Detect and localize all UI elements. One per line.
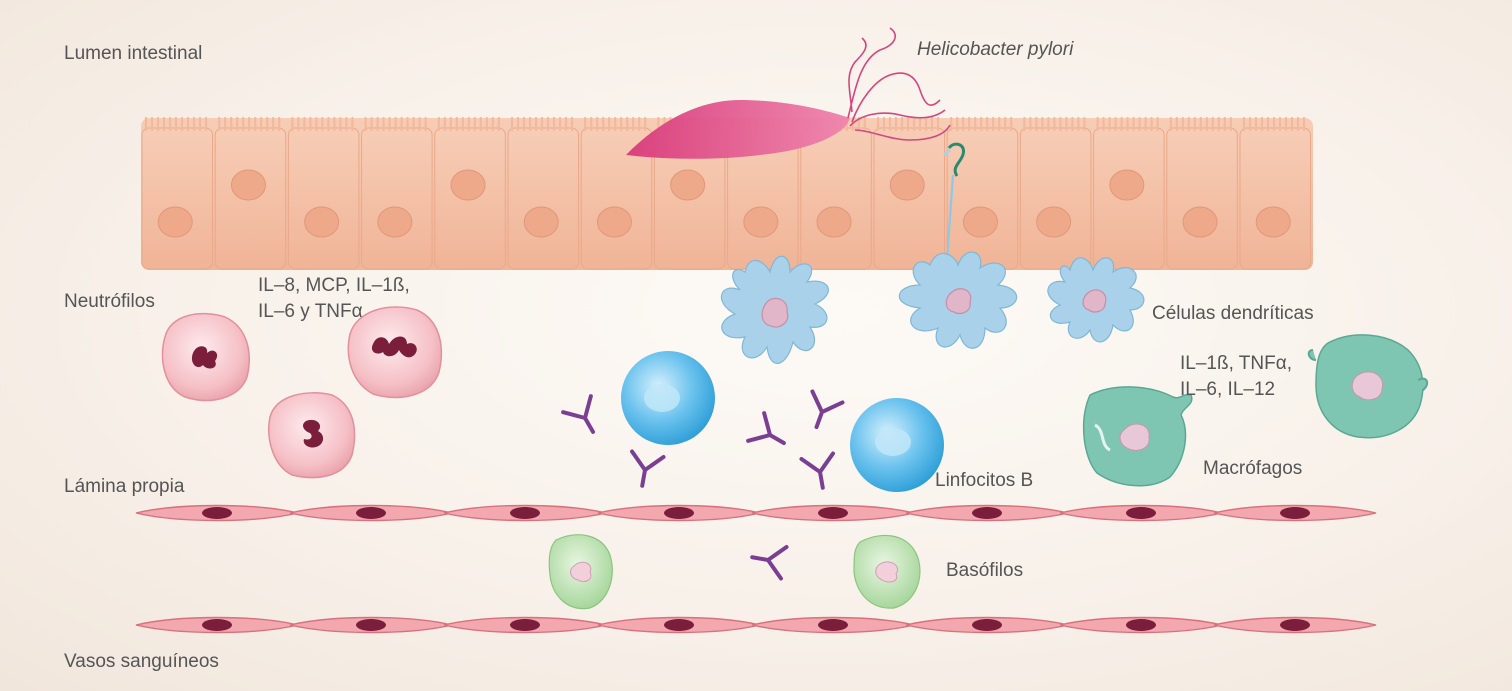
antibody	[801, 391, 842, 432]
label-cytokines-top-line1: IL–8, MCP, IL–1ß,	[258, 274, 410, 299]
epithelial-cell	[362, 128, 433, 269]
b-lymphocytes	[621, 351, 944, 492]
vessel-wall-lower	[136, 618, 1376, 633]
epithelial-nucleus	[817, 207, 851, 237]
neutrophil-1	[162, 314, 249, 401]
endothelial-nucleus	[202, 619, 232, 631]
antibody	[563, 396, 607, 440]
epithelial-nucleus	[451, 170, 485, 200]
label-neutrophils: Neutrófilos	[64, 290, 155, 315]
neutrophils	[162, 307, 441, 478]
epithelial-cell	[1240, 128, 1311, 269]
epithelial-cell	[508, 128, 579, 269]
endothelial-nucleus	[1280, 619, 1310, 631]
label-lamina-propria: Lámina propia	[64, 475, 184, 500]
epithelial-cell	[142, 128, 213, 269]
endothelial-nucleus	[202, 507, 232, 519]
b-cell-1	[621, 351, 715, 445]
epithelial-cell	[1167, 128, 1238, 269]
label-basophils: Basófilos	[946, 559, 1023, 584]
epithelial-nucleus	[597, 207, 631, 237]
basophils	[549, 535, 920, 609]
endothelial-nucleus	[1280, 507, 1310, 519]
epithelial-nucleus	[744, 207, 778, 237]
endothelial-nucleus	[664, 619, 694, 631]
antibody	[626, 451, 663, 488]
macrophage-1	[1084, 387, 1192, 486]
epithelial-nucleus	[890, 170, 924, 200]
epithelial-nucleus	[524, 207, 558, 237]
dendritic-cells	[721, 252, 1143, 363]
epithelial-nucleus	[231, 170, 265, 200]
epithelial-nucleus	[1256, 207, 1290, 237]
label-blood-vessels: Vasos sanguíneos	[64, 650, 219, 675]
epithelial-nucleus	[378, 207, 412, 237]
endothelial-nucleus	[818, 507, 848, 519]
label-lumen: Lumen intestinal	[64, 42, 202, 67]
endothelial-nucleus	[1126, 619, 1156, 631]
label-cytokines-top-line2: IL–6 y TNFα	[258, 300, 363, 325]
endothelial-nucleus	[972, 619, 1002, 631]
label-helicobacter-pylori: Helicobacter pylori	[917, 38, 1073, 63]
epithelial-cell	[947, 128, 1018, 269]
epithelial-nucleus	[1110, 170, 1144, 200]
epithelial-nucleus	[1037, 207, 1071, 237]
antibody	[748, 413, 792, 457]
endothelial-nucleus	[972, 507, 1002, 519]
basophil-1	[549, 535, 612, 609]
b-cell-2	[850, 398, 944, 492]
endothelial-nucleus	[510, 619, 540, 631]
endothelial-nucleus	[510, 507, 540, 519]
label-b-lymphocytes: Linfocitos B	[935, 469, 1033, 494]
neutrophil-3	[269, 393, 355, 478]
endothelial-nucleus	[664, 507, 694, 519]
epithelial-nucleus	[305, 207, 339, 237]
label-cytokines-right-line1: IL–1ß, TNFα,	[1180, 352, 1292, 377]
label-macrophages: Macrófagos	[1203, 457, 1302, 482]
epithelial-cell	[1020, 128, 1091, 269]
label-dendritic-cells: Células dendríticas	[1152, 302, 1314, 327]
label-cytokines-right-line2: IL–6, IL–12	[1180, 378, 1275, 403]
dendritic-cell-2	[899, 252, 1016, 348]
antibody	[749, 541, 786, 578]
endothelial-nucleus	[818, 619, 848, 631]
epithelial-nucleus	[1183, 207, 1217, 237]
dendritic-cell-1	[721, 256, 828, 363]
epithelial-nucleus	[963, 207, 997, 237]
epithelial-nucleus	[158, 207, 192, 237]
antibody	[801, 453, 838, 490]
endothelial-nucleus	[356, 619, 386, 631]
epithelial-cell	[801, 128, 872, 269]
vessel-wall-upper	[136, 506, 1376, 521]
epithelial-cell	[288, 128, 359, 269]
endothelial-nucleus	[1126, 507, 1156, 519]
dendritic-cell-3	[1048, 258, 1144, 342]
endothelial-nucleus	[356, 507, 386, 519]
epithelial-nucleus	[671, 170, 705, 200]
macrophage-2	[1309, 335, 1427, 438]
basophil-2	[854, 535, 920, 608]
